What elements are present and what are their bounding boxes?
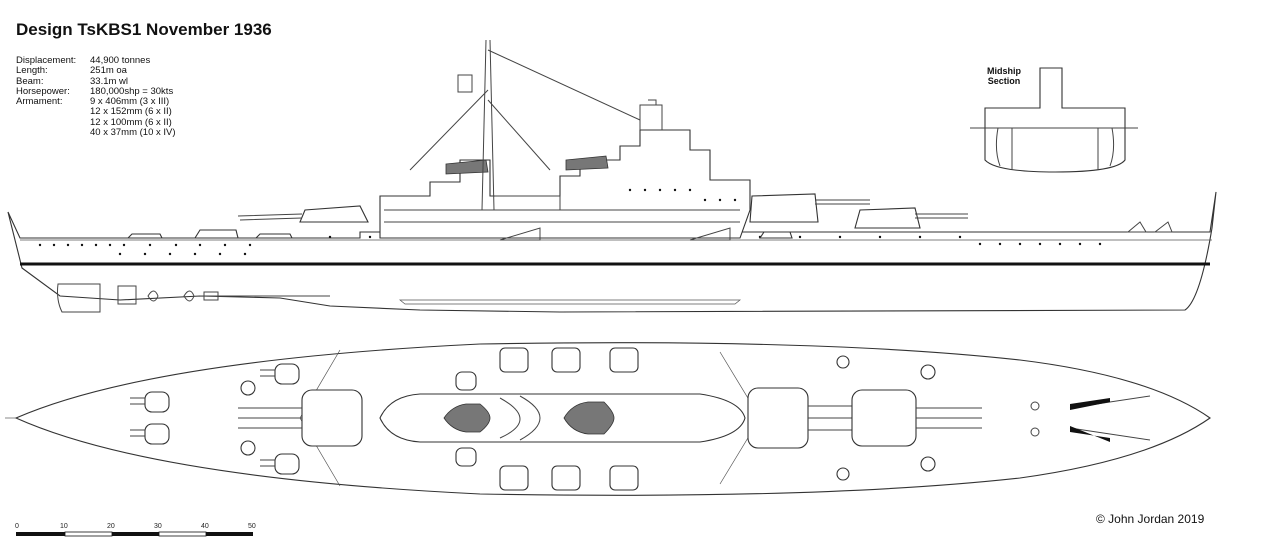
scale-tick-20: 20 — [107, 523, 115, 530]
midship-section-drawing — [970, 67, 1138, 173]
spec-value: 40 x 37mm (10 x IV) — [90, 127, 176, 139]
scale-bar: 0 10 20 30 40 50 — [15, 523, 256, 537]
spec-label: Beam: — [16, 75, 44, 87]
spec-value: 12 x 100mm (6 x II) — [90, 116, 172, 128]
plan-view — [5, 342, 1211, 496]
main-turrets-side — [237, 193, 968, 229]
midship-section-label: Midship Section — [968, 66, 1040, 86]
copyright-notice: © John Jordan 2019 — [1096, 512, 1205, 526]
secondary-mounts-plan — [144, 347, 936, 491]
spec-value: 44,900 tonnes — [90, 55, 151, 66]
spec-label: Horsepower: — [16, 85, 70, 97]
scale-tick-0: 0 — [15, 523, 19, 530]
main-turrets-plan — [238, 387, 982, 449]
drawing-title: Design TsKBS1 November 1936 — [16, 20, 272, 39]
midship-label-line: Midship — [987, 66, 1021, 76]
scale-tick-30: 30 — [154, 523, 162, 530]
spec-label: Armament: — [16, 96, 63, 108]
scale-tick-40: 40 — [201, 523, 209, 530]
spec-value: 12 x 152mm (6 x II) — [90, 106, 172, 118]
scale-tick-10: 10 — [60, 523, 68, 530]
spec-label: Displacement: — [16, 55, 77, 66]
hull-side — [7, 191, 1217, 313]
side-profile — [7, 39, 1217, 313]
spec-value: 180,000shp = 30kts — [90, 85, 174, 97]
spec-displacement: Displacement: 44,900 tonnes — [16, 55, 176, 66]
spec-value: 9 x 406mm (3 x III) — [90, 96, 170, 108]
scale-tick-50: 50 — [248, 523, 256, 530]
spec-horsepower: Horsepower: 180,000shp = 30kts — [16, 85, 176, 97]
spec-value: 33.1m wl — [90, 75, 129, 87]
spec-label: Length: — [16, 65, 48, 77]
anchor-gear — [1030, 395, 1151, 442]
spec-length: Length: 251m oa — [16, 65, 176, 77]
superstructure — [379, 39, 1173, 241]
specifications: Displacement: 44,900 tonnes Length: 251m… — [16, 55, 176, 139]
midship-label-line: Section — [987, 76, 1021, 86]
spec-value: 251m oa — [90, 65, 127, 77]
rudder-propellers — [57, 283, 330, 313]
secondary-mounts-side — [126, 229, 793, 239]
spec-beam: Beam: 33.1m wl — [16, 75, 176, 87]
spec-armament: Armament: 9 x 406mm (3 x III) 12 x 152mm… — [16, 96, 176, 139]
